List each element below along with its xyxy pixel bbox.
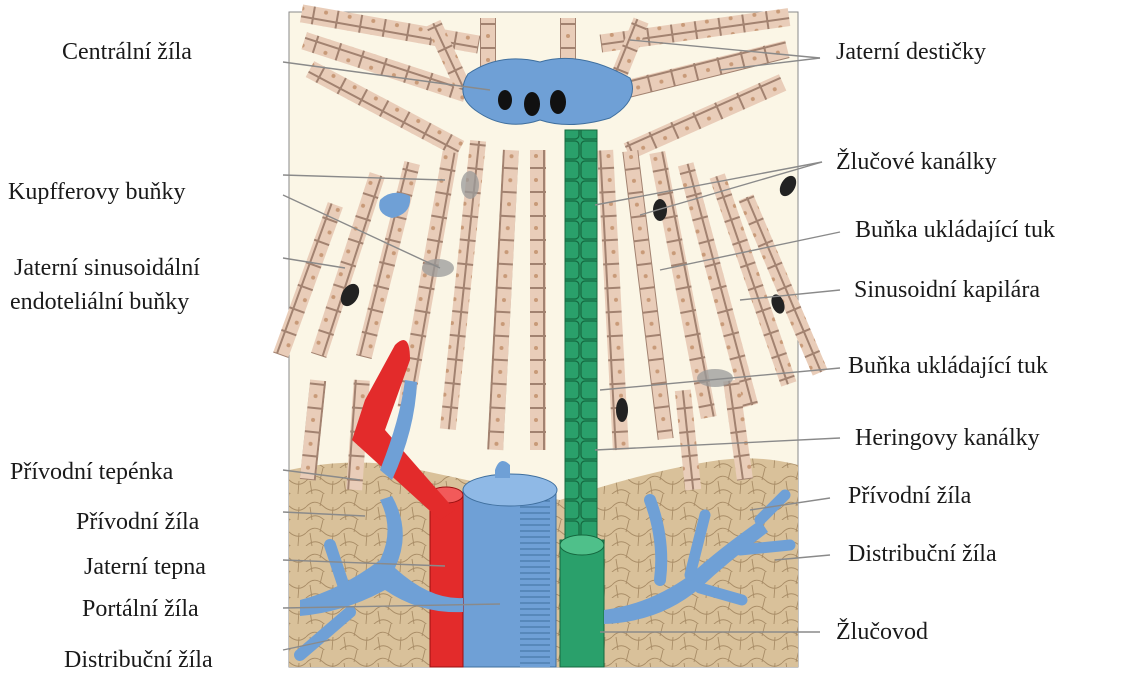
label-bile-duct: Žlučovod: [836, 618, 928, 647]
label-sinusoid-capillary: Sinusoidní kapilára: [854, 276, 1040, 305]
label-kupffer-cells: Kupfferovy buňky: [8, 178, 186, 207]
label-inlet-vein-right: Přívodní žíla: [848, 482, 971, 511]
label-inlet-vein-left: Přívodní žíla: [76, 508, 199, 537]
label-distributing-vein-right: Distribuční žíla: [848, 540, 997, 569]
label-distributing-vein-left: Distribuční žíla: [64, 646, 213, 675]
label-sinusoidal-endothelial-1: Jaterní sinusoidální: [14, 254, 200, 283]
label-fat-storing-cell-1: Buňka ukládající tuk: [855, 216, 1055, 245]
label-fat-storing-cell-2: Buňka ukládající tuk: [848, 352, 1048, 381]
hepatic-artery: [430, 495, 463, 667]
bile-canaliculus-column: [565, 130, 597, 540]
label-hepatic-plates: Jaterní destičky: [836, 38, 986, 67]
portal-vein-top: [463, 474, 557, 506]
central-vein-lumen: [524, 92, 540, 116]
label-hering-canals: Heringovy kanálky: [855, 424, 1040, 453]
label-portal-vein: Portální žíla: [82, 595, 199, 624]
label-sinusoidal-endothelial-2: endoteliální buňky: [10, 288, 189, 317]
label-bile-canaliculi: Žlučové kanálky: [836, 148, 997, 177]
bile-duct: [560, 540, 604, 667]
central-vein: [463, 58, 633, 124]
label-central-vein: Centrální žíla: [62, 38, 192, 67]
label-hepatic-artery: Jaterní tepna: [84, 553, 206, 582]
label-inlet-arteriole: Přívodní tepénka: [10, 458, 173, 487]
